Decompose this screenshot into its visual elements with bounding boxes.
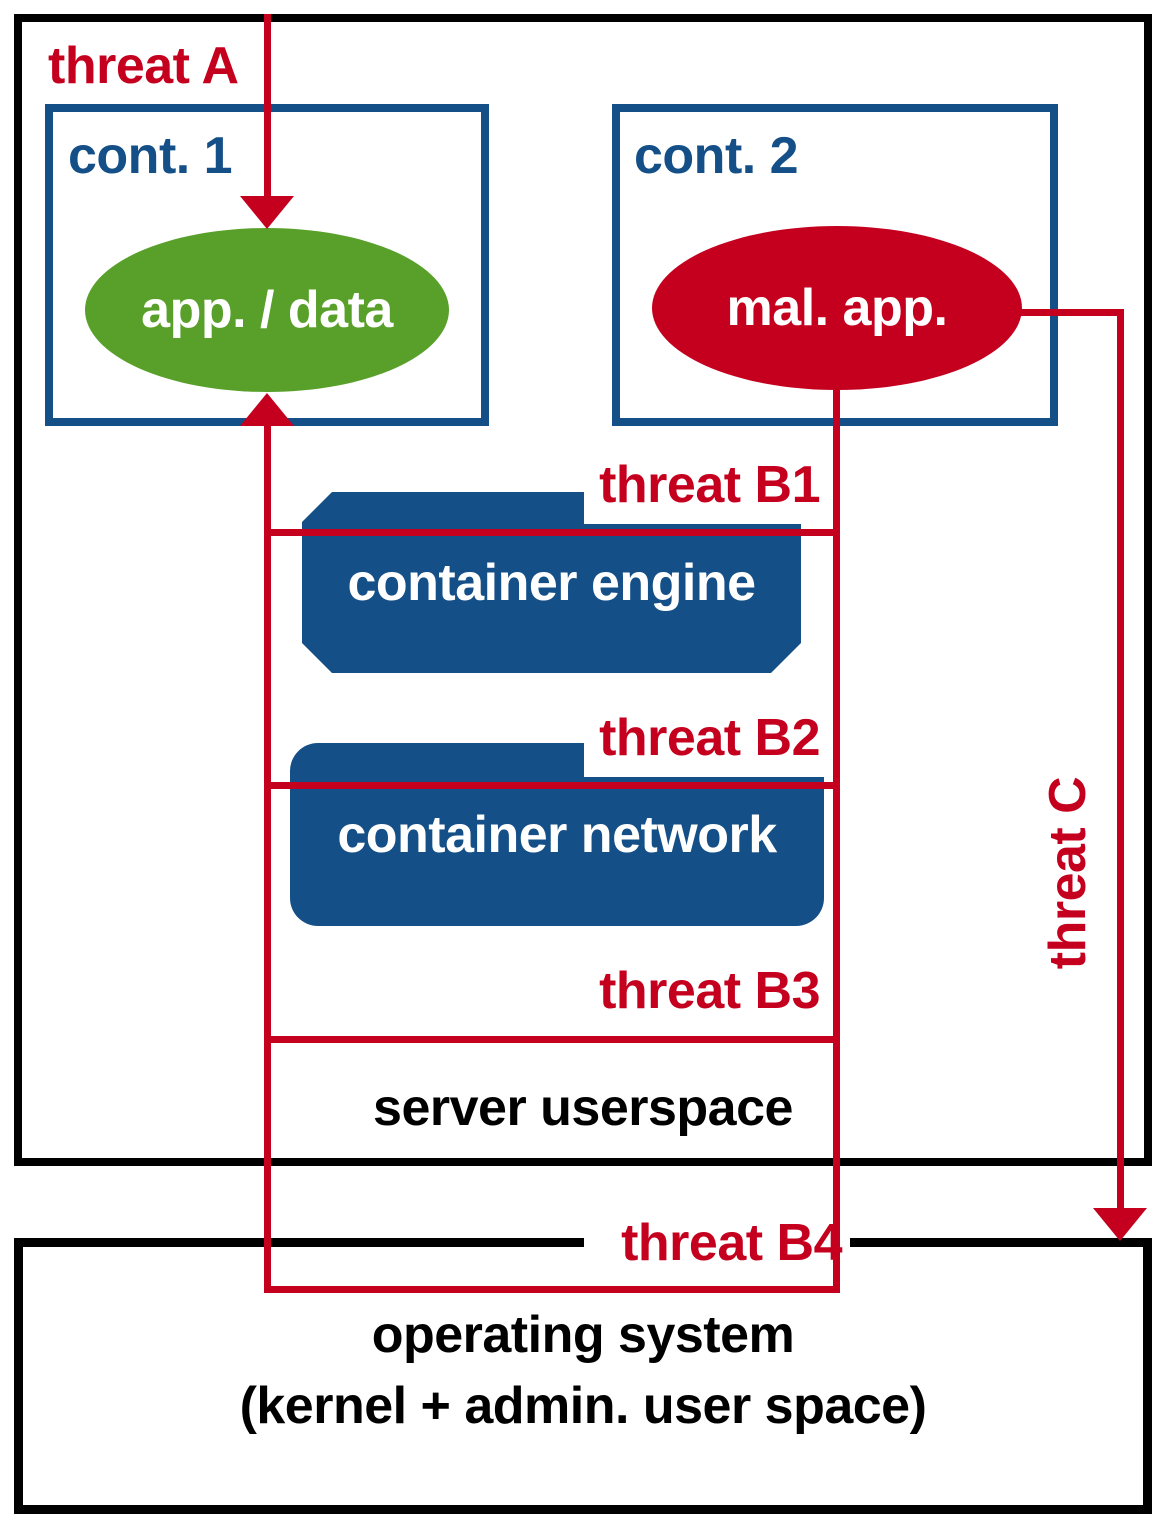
threat-b2-line xyxy=(264,782,840,789)
malicious-app-label: mal. app. xyxy=(726,279,948,337)
threat-b3-line xyxy=(264,1036,840,1043)
threat-c-arrowhead-icon xyxy=(1093,1208,1147,1241)
threat-b-left-vertical-line xyxy=(264,425,271,1293)
operating-system-line1: operating system xyxy=(371,1306,795,1364)
malicious-app-ellipse: mal. app. xyxy=(652,226,1022,390)
threat-b3-label: threat B3 xyxy=(599,962,820,1020)
threat-c-vertical-line xyxy=(1117,309,1124,1212)
operating-system-box xyxy=(14,1238,1152,1514)
server-userspace-label: server userspace xyxy=(373,1079,793,1137)
threat-b1-line xyxy=(264,529,840,536)
threat-c-label: threat C xyxy=(1039,776,1097,970)
threat-b4-line xyxy=(264,1286,840,1293)
threat-b-right-vertical-line xyxy=(833,390,840,1293)
server-userspace-box xyxy=(14,14,1152,1166)
threat-b1-label: threat B1 xyxy=(599,456,820,514)
threat-c-horizontal-line xyxy=(1020,309,1124,316)
operating-system-label: operating system (kernel + admin. user s… xyxy=(14,1300,1152,1441)
container-2-title: cont. 2 xyxy=(634,127,799,185)
threat-a-arrowhead-icon xyxy=(240,196,294,229)
container-1-title: cont. 1 xyxy=(68,127,233,185)
threat-a-label: threat A xyxy=(48,37,239,95)
operating-system-line2: (kernel + admin. user space) xyxy=(239,1376,927,1435)
threat-b-up-arrowhead-icon xyxy=(240,393,294,426)
threat-b2-label: threat B2 xyxy=(599,709,820,767)
app-data-ellipse: app. / data xyxy=(85,228,449,392)
container-engine-label: container engine xyxy=(347,553,756,612)
container-engine-shape: container engine xyxy=(302,492,801,673)
container-network-label: container network xyxy=(337,805,777,864)
threat-b2-label-background xyxy=(584,699,828,777)
app-data-label: app. / data xyxy=(141,281,393,339)
threat-a-arrow-line xyxy=(264,14,271,196)
threat-b4-label-background xyxy=(584,1204,850,1282)
threat-b1-label-background xyxy=(584,446,828,524)
threat-b4-label: threat B4 xyxy=(621,1214,842,1272)
threat-b3-label-background xyxy=(584,952,828,1030)
